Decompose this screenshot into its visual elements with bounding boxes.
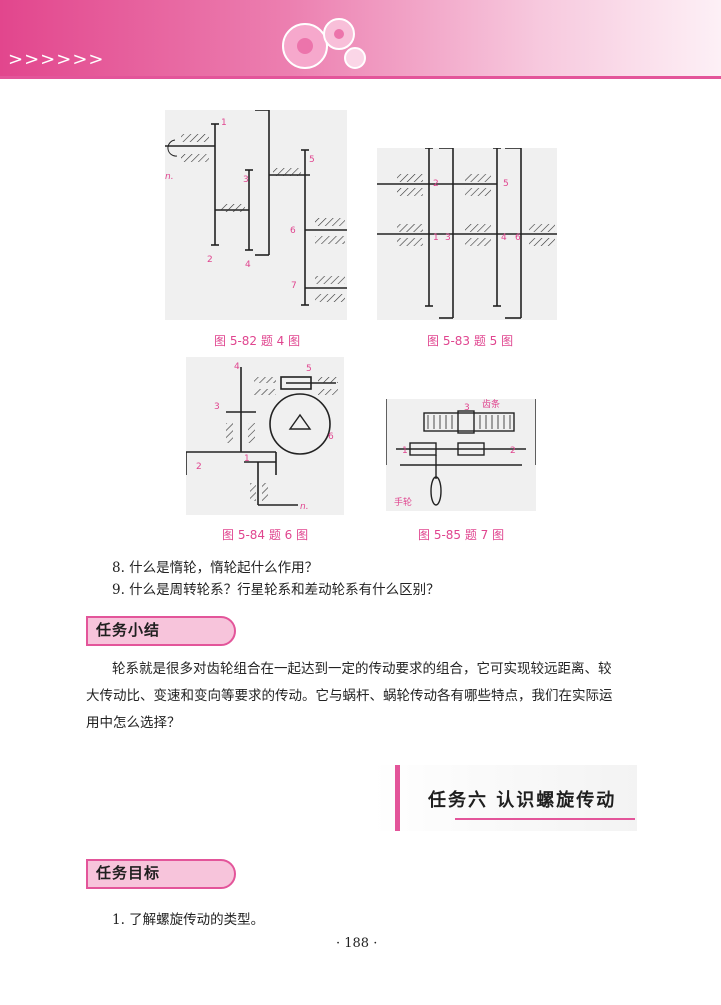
figure-5-83-caption: 图 5-83 题 5 图: [427, 334, 514, 348]
label-4: 4: [245, 260, 251, 270]
label-3: 3: [214, 402, 220, 412]
label-4: 4: [234, 362, 240, 372]
task-heading-title: 任务六 认识螺旋传动: [428, 790, 617, 811]
label-1: 1: [402, 446, 408, 456]
gears-icon: [282, 18, 366, 69]
figure-5-82: 1 2 3 4 5 6 7 n.: [165, 110, 347, 320]
figure-5-84: 1 2 3 4 5 6 n.: [186, 357, 344, 515]
summary-tab-label: 任务小结: [96, 621, 161, 639]
label-3: 3: [464, 403, 470, 413]
label-2: 2: [207, 255, 213, 265]
label-n: n.: [300, 502, 309, 512]
label-1: 1: [433, 233, 439, 243]
objectives-tab-pill: [86, 859, 236, 889]
objective-item-1: 1. 了解螺旋传动的类型。: [112, 912, 265, 928]
label-3: 3: [243, 175, 249, 185]
task-heading-bar: [395, 765, 400, 831]
label-rack: 齿条: [482, 399, 500, 410]
figure-5-83: 1 2 3 4 5 6: [377, 148, 557, 320]
header-arrows-icon: >>>>>>: [8, 49, 105, 70]
figure-5-82-caption: 图 5-82 题 4 图: [214, 334, 301, 348]
label-5: 5: [309, 155, 315, 165]
label-1: 1: [244, 454, 250, 464]
label-5: 5: [306, 364, 312, 374]
label-n: n.: [165, 172, 174, 182]
task-heading-underline: [455, 818, 635, 820]
question-8: 8. 什么是惰轮，惰轮起什么作用？: [112, 560, 319, 576]
label-7: 7: [291, 281, 297, 291]
objectives-tab: 任务目标: [86, 859, 246, 889]
label-6: 6: [328, 432, 334, 442]
label-1: 1: [221, 118, 227, 128]
figure-5-85-caption: 图 5-85 题 7 图: [418, 528, 505, 542]
objectives-tab-label: 任务目标: [96, 864, 161, 882]
figure-5-85: 1 2 3 齿条 手轮: [386, 399, 536, 511]
label-6: 6: [290, 226, 296, 236]
summary-line-1: 轮系就是很多对齿轮组合在一起达到一定的传动要求的组合，它可实现较远距离、较: [112, 661, 612, 677]
summary-tab-pill: [86, 616, 236, 646]
summary-line-3: 用中怎么选择？: [86, 715, 181, 731]
question-9: 9. 什么是周转轮系？行星轮系和差动轮系有什么区别？: [112, 582, 440, 598]
label-2: 2: [196, 462, 202, 472]
label-3: 3: [445, 233, 451, 243]
page-number: · 188 ·: [336, 936, 378, 951]
summary-line-2: 大传动比、变速和变向等要求的传动。它与蜗杆、蜗轮传动各有哪些特点，我们在实际运: [86, 688, 613, 704]
label-hand: 手轮: [394, 496, 412, 508]
task-heading-box: [372, 765, 637, 831]
label-2: 2: [510, 446, 516, 456]
header-divider: [0, 76, 721, 79]
label-5: 5: [503, 179, 509, 189]
label-6: 6: [515, 233, 521, 243]
label-4: 4: [501, 233, 507, 243]
label-2: 2: [433, 179, 439, 189]
figure-5-84-caption: 图 5-84 题 6 图: [222, 528, 309, 542]
summary-tab: 任务小结: [86, 616, 246, 646]
